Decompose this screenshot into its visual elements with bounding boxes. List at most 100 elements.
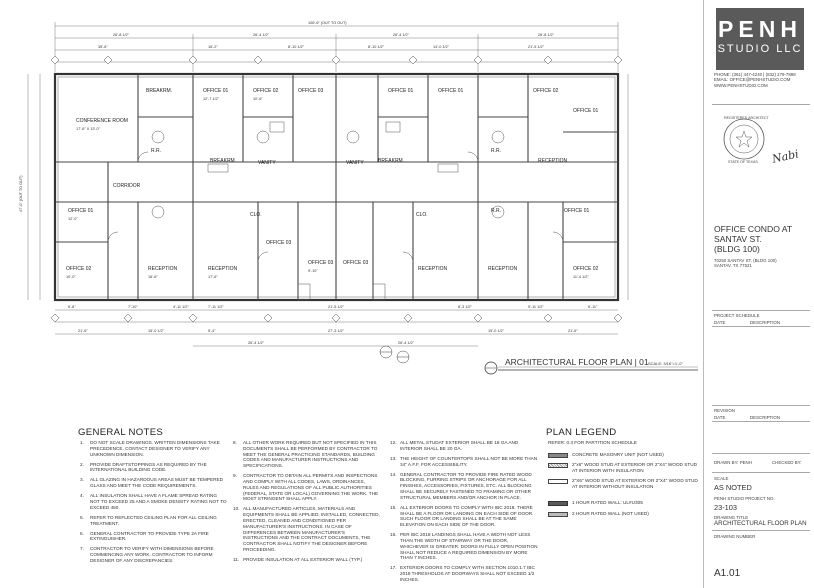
legend-label: CONCRETE MASONRY UNIT (NOT USED) bbox=[572, 452, 664, 457]
note-text: ALL GLAZING IN HAZARDOUS AREAS MUST BE T… bbox=[90, 477, 224, 489]
bottom-dims-row2: 21'-6" 15'-0 1/2" 5'-4" 27'-3 1/2" 15'-0… bbox=[78, 329, 578, 333]
scale-label: SCALE bbox=[714, 476, 729, 481]
note-text: THE HEIGHT OF COUNTERTOPS SHALL NOT BE M… bbox=[400, 455, 538, 467]
room-label: R.R. bbox=[491, 208, 501, 214]
note-text: PROVIDE DRAFTSTOPPINGS AS REQUIRED BY TH… bbox=[90, 461, 207, 473]
room-label: OFFICE 01 bbox=[573, 108, 599, 114]
room-dim: 9'-10" bbox=[308, 269, 318, 273]
divider bbox=[712, 453, 810, 454]
room-dim: 10'-6" bbox=[253, 97, 263, 101]
note-text: CONTRACTOR TO OBTAIN ALL PERMITS AND INS… bbox=[243, 473, 379, 502]
drawing-number-value: A1.01 bbox=[714, 568, 741, 579]
divider bbox=[712, 104, 810, 105]
room-dim: 17'-6" X 13'-0" bbox=[76, 127, 101, 131]
room-label: CONFERENCE ROOM bbox=[76, 118, 128, 124]
legend-swatch bbox=[548, 479, 568, 484]
revision-col-date: DATE bbox=[714, 415, 726, 420]
room-dim: 10'-0" bbox=[66, 275, 76, 279]
dim-text: 8'-10 1/2" bbox=[368, 45, 385, 49]
note-number: 13. bbox=[390, 455, 397, 461]
contact-line: WWW.PENHSTUDIO.COM bbox=[714, 82, 768, 88]
room-label: OFFICE 02 bbox=[253, 88, 279, 94]
bottom-dims-row1: 6'-8" 7'-10" 4'-11 1/2" 7'-11 1/2" 21'-5… bbox=[68, 305, 598, 309]
room-dim: 11'-4 1/2" bbox=[573, 275, 589, 279]
project-name-line2: SANTAV ST. bbox=[714, 234, 762, 244]
firm-logo: PENH STUDIO LLC bbox=[716, 8, 804, 70]
room-label: OFFICE 02 bbox=[573, 266, 599, 272]
general-notes-col3: 12.ALL METAL STUDAT EXTERIOR SHALL BE 18… bbox=[390, 440, 538, 587]
logo-line2: STUDIO LLC bbox=[717, 43, 803, 55]
project-name-line1: OFFICE CONDO AT bbox=[714, 224, 793, 234]
room-label: CLO. bbox=[250, 212, 262, 218]
legend-swatch bbox=[548, 512, 568, 517]
dim-text: 26'-4 1/2" bbox=[253, 33, 270, 37]
note-number: 9. bbox=[233, 473, 237, 479]
signature: Nabi bbox=[770, 147, 800, 166]
room-dim: 16'-6" bbox=[148, 275, 158, 279]
legend-swatch bbox=[548, 501, 568, 506]
note-text: CONTRACTOR TO VERIFY WITH DIMENSIONS BEF… bbox=[90, 546, 214, 563]
legend-swatch bbox=[548, 453, 568, 458]
room-label: RECEPTION bbox=[418, 266, 448, 272]
note-item: 10.ALL MANUFACTURED ARTICLES, MATERIALS … bbox=[233, 506, 381, 552]
room-label: OFFICE 01 bbox=[388, 88, 414, 94]
note-item: 7. CONTRACTOR TO VERIFY WITH DIMENSIONS B… bbox=[80, 546, 228, 563]
logo-line1: PENH bbox=[718, 16, 802, 42]
note-number: 17. bbox=[390, 565, 397, 571]
note-text: ALL MANUFACTURED ARTICLES, MATERIALS AND… bbox=[243, 506, 380, 552]
revision-col-desc: DESCRIPTION bbox=[750, 415, 781, 420]
room-label: OFFICE 03 bbox=[308, 260, 334, 266]
note-item: 15.ALL EXTERIOR DOORS TO COMPLY WITH IBC… bbox=[390, 505, 538, 528]
title-block: PENH STUDIO LLC PHONE: (361) 447-4240 | … bbox=[703, 0, 814, 588]
side-dimension: 47'-0" (OUT TO OUT) bbox=[19, 175, 23, 212]
dim-text: 26'-4 1/2" bbox=[248, 341, 265, 345]
note-item: 17.EXTERIOR DOORS TO COMPLY WITH SECTION… bbox=[390, 565, 538, 582]
floor-plan-drawing: BREAKRM. CONFERENCE ROOM OFFICE 01 OFFIC… bbox=[19, 21, 698, 375]
legend-swatch bbox=[548, 463, 568, 468]
note-item: 4.ALL INSULATION SHALL HAVE A FLAME SPRE… bbox=[80, 493, 228, 510]
legend-label: 1 HOUR RATED WALL: UL#U305 bbox=[572, 500, 643, 505]
dim-text: 7'-10" bbox=[128, 305, 138, 309]
divider bbox=[712, 530, 810, 531]
dim-text: 21'-5 1/2" bbox=[328, 305, 345, 309]
project-name-line3: (BLDG 100) bbox=[714, 244, 760, 254]
note-number: 2. bbox=[80, 461, 84, 467]
plan-scale-note: SCALE: 3/16"=1'-0" bbox=[648, 361, 683, 366]
drawing-number-label: DRAWING NUMBER bbox=[714, 534, 756, 539]
note-text: ALL INSULATION SHALL HAVE A FLAME SPREAD… bbox=[90, 493, 227, 510]
legend-item: 2 HOUR RATED WALL (NOT USED) bbox=[548, 511, 698, 517]
dim-text: 7'-11 1/2" bbox=[208, 305, 224, 309]
top-dims-row2: 35'-6" 16'-2" 8'-10 1/2" 8'-10 1/2" 14'-… bbox=[98, 45, 545, 49]
project-address: 70250 SANTAV ST. (BLDG 100) SANTAV, TX 7… bbox=[714, 258, 777, 269]
bottom-dims-row3: 26'-4 1/2" 26'-4 1/2" bbox=[248, 341, 415, 345]
dim-text: 6'-11" bbox=[588, 305, 598, 309]
note-number: 10. bbox=[233, 506, 240, 512]
room-dim: 17'-6" bbox=[208, 275, 218, 279]
note-number: 7. bbox=[80, 546, 84, 552]
dim-text: 26'-8 1/2" bbox=[538, 33, 555, 37]
divider bbox=[712, 421, 810, 422]
room-label: OFFICE 01 bbox=[68, 208, 94, 214]
project-no-label: PENH STUDIO PROJECT NO. bbox=[714, 496, 775, 501]
general-notes-title: GENERAL NOTES bbox=[78, 427, 164, 438]
legend-item: 1 HOUR RATED WALL: UL#U305 bbox=[548, 500, 698, 506]
note-text: GENERAL CONTRACTOR TO PROVIDE FIRE RATED… bbox=[400, 471, 532, 500]
general-notes-col2: 8.ALL OTHER WORK REQUIRED BUT NOT SPECIF… bbox=[233, 440, 381, 567]
room-label: BREAKRM. bbox=[146, 88, 172, 94]
divider bbox=[712, 310, 810, 311]
room-label: VANITY bbox=[346, 160, 364, 166]
seal-bottom-text: STATE OF TEXAS bbox=[728, 160, 758, 164]
dim-text: 26'-4 1/2" bbox=[393, 33, 410, 37]
note-item: 8.ALL OTHER WORK REQUIRED BUT NOT SPECIF… bbox=[233, 440, 381, 469]
note-text: REFER TO REFLECTED CEILING PLAN FOR ALL … bbox=[90, 514, 217, 526]
legend-item: 2"x6" WOOD STUD AT EXTERIOR OR 2"X4" WOO… bbox=[548, 462, 698, 474]
schedule-col-desc: DESCRIPTION bbox=[750, 320, 781, 325]
architect-seal bbox=[723, 118, 765, 160]
note-item: 6.GENERAL CONTRACTOR TO PROVIDE TYPE 2A … bbox=[80, 531, 228, 543]
note-text: ALL METAL STUDAT EXTERIOR SHALL BE 18 GA… bbox=[400, 440, 519, 451]
room-label: OFFICE 03 bbox=[343, 260, 369, 266]
room-label: VANITY bbox=[258, 160, 276, 166]
note-number: 11. bbox=[233, 556, 240, 562]
legend-label: 2"X6" WOOD STUD AT EXTERIOR OR 2"X4" WOO… bbox=[572, 478, 698, 489]
room-label: OFFICE 01 bbox=[564, 208, 590, 214]
